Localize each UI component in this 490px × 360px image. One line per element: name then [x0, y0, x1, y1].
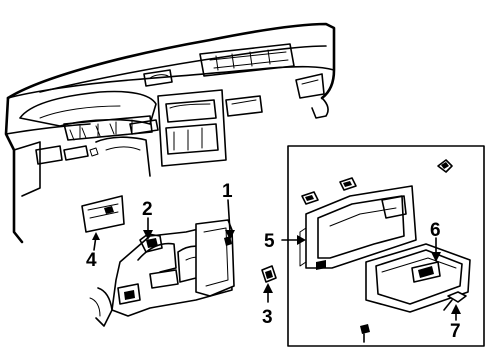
callouts: 1 2 3 4 5 6 7	[86, 181, 461, 342]
callout-4: 4	[86, 250, 97, 271]
callout-6: 6	[430, 220, 441, 241]
part-5-glove-box-housing	[299, 185, 417, 270]
callout-2: 2	[142, 199, 153, 220]
part-3-clip	[261, 265, 277, 283]
leader-lines	[143, 199, 461, 321]
part-1-knee-panel	[195, 219, 235, 297]
part-6-glove-box-door	[365, 243, 471, 313]
callout-1: 1	[222, 181, 233, 202]
part-4-cover	[81, 195, 125, 251]
instrument-panel	[4, 22, 336, 244]
callout-5: 5	[264, 231, 275, 252]
callout-3: 3	[262, 307, 273, 328]
clip-fasteners	[301, 159, 453, 205]
part-7-screw	[443, 291, 467, 311]
glove-box-detail-frame	[287, 145, 485, 347]
bottom-bolt	[360, 324, 370, 343]
callout-7: 7	[450, 321, 461, 342]
